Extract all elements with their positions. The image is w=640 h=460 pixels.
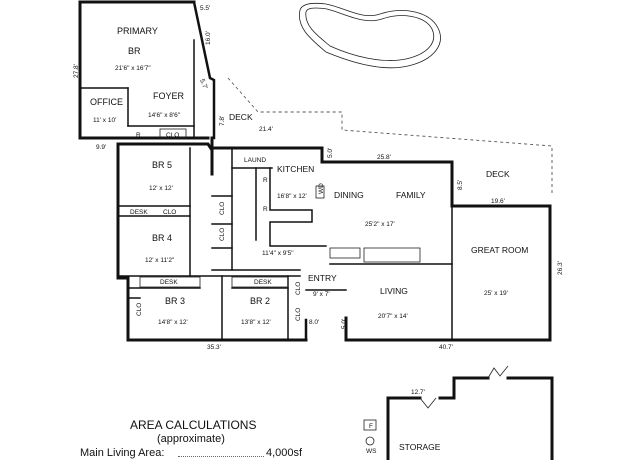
dim-21-4: 21.4' bbox=[259, 126, 273, 133]
label-wd: WD bbox=[318, 183, 325, 194]
label-desk-br5: DESK bbox=[130, 209, 148, 216]
room-label-family: FAMILY bbox=[396, 190, 426, 200]
dim-19-6: 19.6' bbox=[491, 198, 505, 205]
room-dim-dining-family: 25'2" x 17' bbox=[365, 221, 395, 228]
deck-outline bbox=[227, 77, 553, 196]
label-ws: WS bbox=[366, 448, 377, 455]
room-dim-kitchen: 16'8" x 12' bbox=[277, 193, 307, 200]
dim-8-5: 8.5' bbox=[457, 180, 464, 190]
dim-12-7: 12.7' bbox=[411, 389, 425, 396]
pool-inner-outline bbox=[305, 7, 434, 61]
label-clo-br3: CLO bbox=[136, 303, 143, 316]
interior-walls bbox=[79, 39, 453, 341]
storage-building bbox=[386, 365, 554, 460]
dim-5-0b: 5.0' bbox=[341, 319, 348, 329]
dim-5-7: 5.7' bbox=[198, 78, 208, 90]
room-label-storage: STORAGE bbox=[399, 442, 441, 452]
room-dim-entry: 9' x 7' bbox=[313, 291, 330, 298]
label-desk-br3: DESK bbox=[160, 279, 178, 286]
dim-16-0: 16.0' bbox=[205, 31, 212, 45]
label-clo-hall-1: CLO bbox=[219, 202, 226, 215]
room-label-br3: BR 3 bbox=[165, 296, 185, 306]
dim-35-3: 35.3' bbox=[207, 344, 221, 351]
main-living-area-value: 4,000sf bbox=[266, 447, 303, 459]
room-dim-primary: 21'6" x 16'7" bbox=[115, 65, 151, 72]
label-r-kitchen-2: R bbox=[263, 206, 268, 213]
label-clo-foyer: CLO bbox=[166, 132, 179, 139]
label-clo-br2-2: CLO bbox=[295, 308, 302, 321]
room-label-foyer: FOYER bbox=[153, 91, 185, 101]
dim-9-9: 9.9' bbox=[96, 144, 106, 151]
area-title: AREA CALCULATIONS bbox=[130, 418, 257, 432]
room-label-office: OFFICE bbox=[90, 97, 123, 107]
room-label-dining: DINING bbox=[334, 190, 364, 200]
room-dim-living: 20'7" x 14' bbox=[378, 313, 408, 320]
room-label-br2: BR 2 bbox=[250, 296, 270, 306]
room-dim-hall: 11'4" x 9'5" bbox=[262, 250, 294, 257]
room-label-br4: BR 4 bbox=[152, 233, 172, 243]
room-label-laund: LAUND bbox=[244, 157, 266, 164]
label-r-kitchen-1: R bbox=[263, 177, 268, 184]
label-clo-br2-1: CLO bbox=[295, 282, 302, 295]
room-label-br5: BR 5 bbox=[152, 160, 172, 170]
room-dim-br4: 12' x 11'2" bbox=[145, 257, 175, 264]
room-dim-office: 11' x 10' bbox=[93, 117, 116, 124]
room-label-living: LIVING bbox=[380, 286, 408, 296]
main-living-area-label: Main Living Area: bbox=[80, 447, 165, 459]
room-dim-foyer: 14'6" x 8'6" bbox=[148, 112, 181, 119]
room-dim-br5: 12' x 12' bbox=[149, 185, 173, 192]
room-label-great-room: GREAT ROOM bbox=[471, 245, 528, 255]
dim-8-0: 8.0' bbox=[309, 319, 319, 326]
room-dim-great-room: 25' x 19' bbox=[484, 290, 508, 297]
room-label-primary: PRIMARY bbox=[117, 26, 158, 36]
room-label-kitchen: KITCHEN bbox=[277, 164, 314, 174]
dim-5-5: 5.5' bbox=[200, 5, 210, 12]
label-desk-br2: DESK bbox=[254, 279, 272, 286]
label-r-foyer: R bbox=[136, 132, 141, 139]
dim-40-7: 40.7' bbox=[439, 344, 453, 351]
room-label-primary-br: BR bbox=[128, 46, 141, 56]
exterior-walls bbox=[78, 0, 552, 342]
dim-26-3: 26.3' bbox=[557, 261, 564, 275]
area-calculations: AREA CALCULATIONS (approximate) Main Liv… bbox=[0, 412, 640, 460]
dim-25-8: 25.8' bbox=[377, 154, 391, 161]
pool-outline bbox=[298, 2, 441, 69]
dim-27-8: 27.8' bbox=[73, 64, 80, 78]
leader-dots bbox=[178, 456, 264, 457]
room-dim-br2: 13'8" x 12' bbox=[241, 319, 271, 326]
area-subtitle: (approximate) bbox=[157, 433, 225, 445]
deck-label-right: DECK bbox=[486, 169, 510, 179]
deck-label-left: DECK bbox=[229, 112, 253, 122]
label-clo-br5: CLO bbox=[163, 209, 176, 216]
label-clo-hall-2: CLO bbox=[219, 228, 226, 241]
label-f: F bbox=[369, 423, 373, 430]
room-label-entry: ENTRY bbox=[308, 273, 337, 283]
dim-5-0a: 5.0' bbox=[327, 148, 334, 158]
room-dim-br3: 14'8" x 12' bbox=[158, 319, 188, 326]
dim-7-8: 7.8' bbox=[219, 116, 226, 126]
